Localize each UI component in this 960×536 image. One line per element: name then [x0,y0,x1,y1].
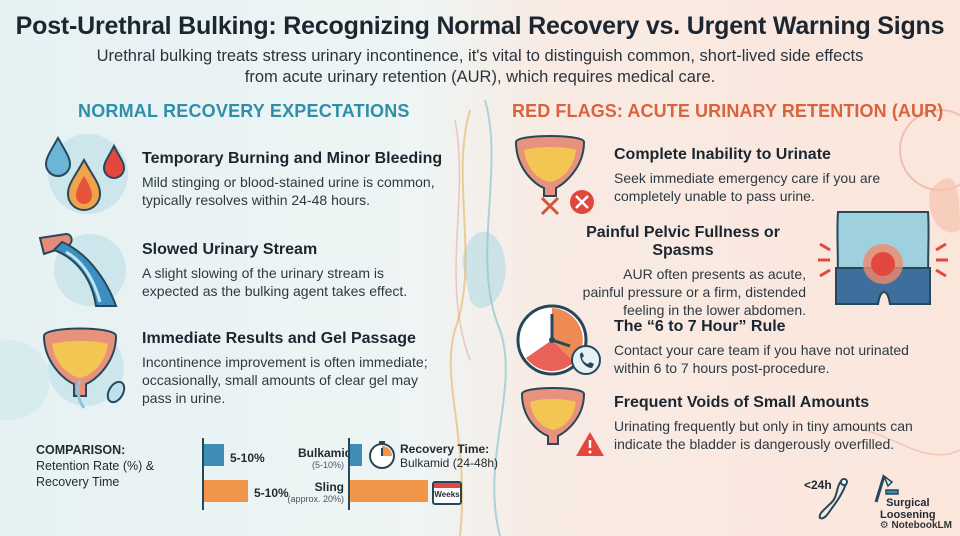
brand-icon: ⚙ [879,520,889,531]
redflag-item-fullness: Painful Pelvic Fullness or Spasms AUR of… [556,224,810,319]
item-title: Frequent Voids of Small Amounts [614,394,870,411]
item-title: Slowed Urinary Stream [142,241,318,258]
stopwatch-icon [369,441,395,469]
item-description: Mild stinging or blood-stained urine is … [142,174,435,208]
bar-left-2 [204,480,248,502]
page-title: Post-Urethral Bulking: Recognizing Norma… [15,12,945,40]
page-subtitle: Urethral bulking treats stress urinary i… [96,47,864,86]
bladder-gel-icon [42,327,126,409]
bar-sling [350,480,428,502]
droplets-icon [44,134,128,214]
scalpel-icon [874,474,899,503]
item-description: Seek immediate emergency care if you are… [614,170,881,204]
comparison-axis [202,438,204,510]
bladder-warning-icon [520,387,604,456]
lt24-label: <24h [804,478,832,492]
item-description: AUR often presents as acute, painful pre… [582,266,806,318]
calendar-icon: Weeks [432,481,462,505]
sling-label: Sling (approx. 20%) [287,480,344,504]
abdomen-pain-icon [818,211,948,305]
normal-recovery-heading: NORMAL RECOVERY EXPECTATIONS [78,101,410,121]
comparison-label: COMPARISON: Retention Rate (%) & Recover… [36,443,155,489]
item-description: Incontinence improvement is often immedi… [142,354,428,406]
bulkamid-label: Bulkamid (5-10%) [298,446,353,470]
item-title: Temporary Burning and Minor Bleeding [142,150,443,167]
item-description: Contact your care team if you have not u… [614,342,909,376]
redflag-item-six-hour: The “6 to 7 Hour” Rule Contact your care… [614,318,954,377]
notebooklm-brand: ⚙ NotebookLM [879,520,952,531]
red-flags-heading: RED FLAGS: ACUTE URINARY RETENTION (AUR) [512,101,944,121]
bar-left-1 [204,444,224,466]
blocked-bladder-icon [514,135,594,216]
normal-item-gel: Immediate Results and Gel Passage Incont… [142,330,472,407]
item-description: A slight slowing of the urinary stream i… [142,265,408,299]
redflag-item-frequent: Frequent Voids of Small Amounts Urinatin… [614,394,954,453]
bar-left-2-value: 5-10% [254,486,289,500]
item-title: Immediate Results and Gel Passage [142,330,416,347]
item-description: Urinating frequently but only in tiny am… [614,418,913,452]
item-title: Painful Pelvic Fullness or Spasms [586,224,780,259]
comparison-axis-2 [348,438,350,510]
redflag-item-inability: Complete Inability to Urinate Seek immed… [614,146,954,205]
surgical-loosening-label: Surgical Loosening [880,497,936,521]
normal-item-burning: Temporary Burning and Minor Bleeding Mil… [142,150,472,209]
recovery-time: Recovery Time: Bulkamid (24-48h) [400,442,499,470]
urine-stream-icon [38,232,126,307]
bar-left-1-value: 5-10% [230,451,265,465]
item-title: The “6 to 7 Hour” Rule [614,318,786,335]
clock-phone-icon [516,304,601,376]
bar-bulkamid [350,444,362,466]
catheter-icon [818,478,848,520]
normal-item-stream: Slowed Urinary Stream A slight slowing o… [142,241,472,300]
item-title: Complete Inability to Urinate [614,146,831,163]
